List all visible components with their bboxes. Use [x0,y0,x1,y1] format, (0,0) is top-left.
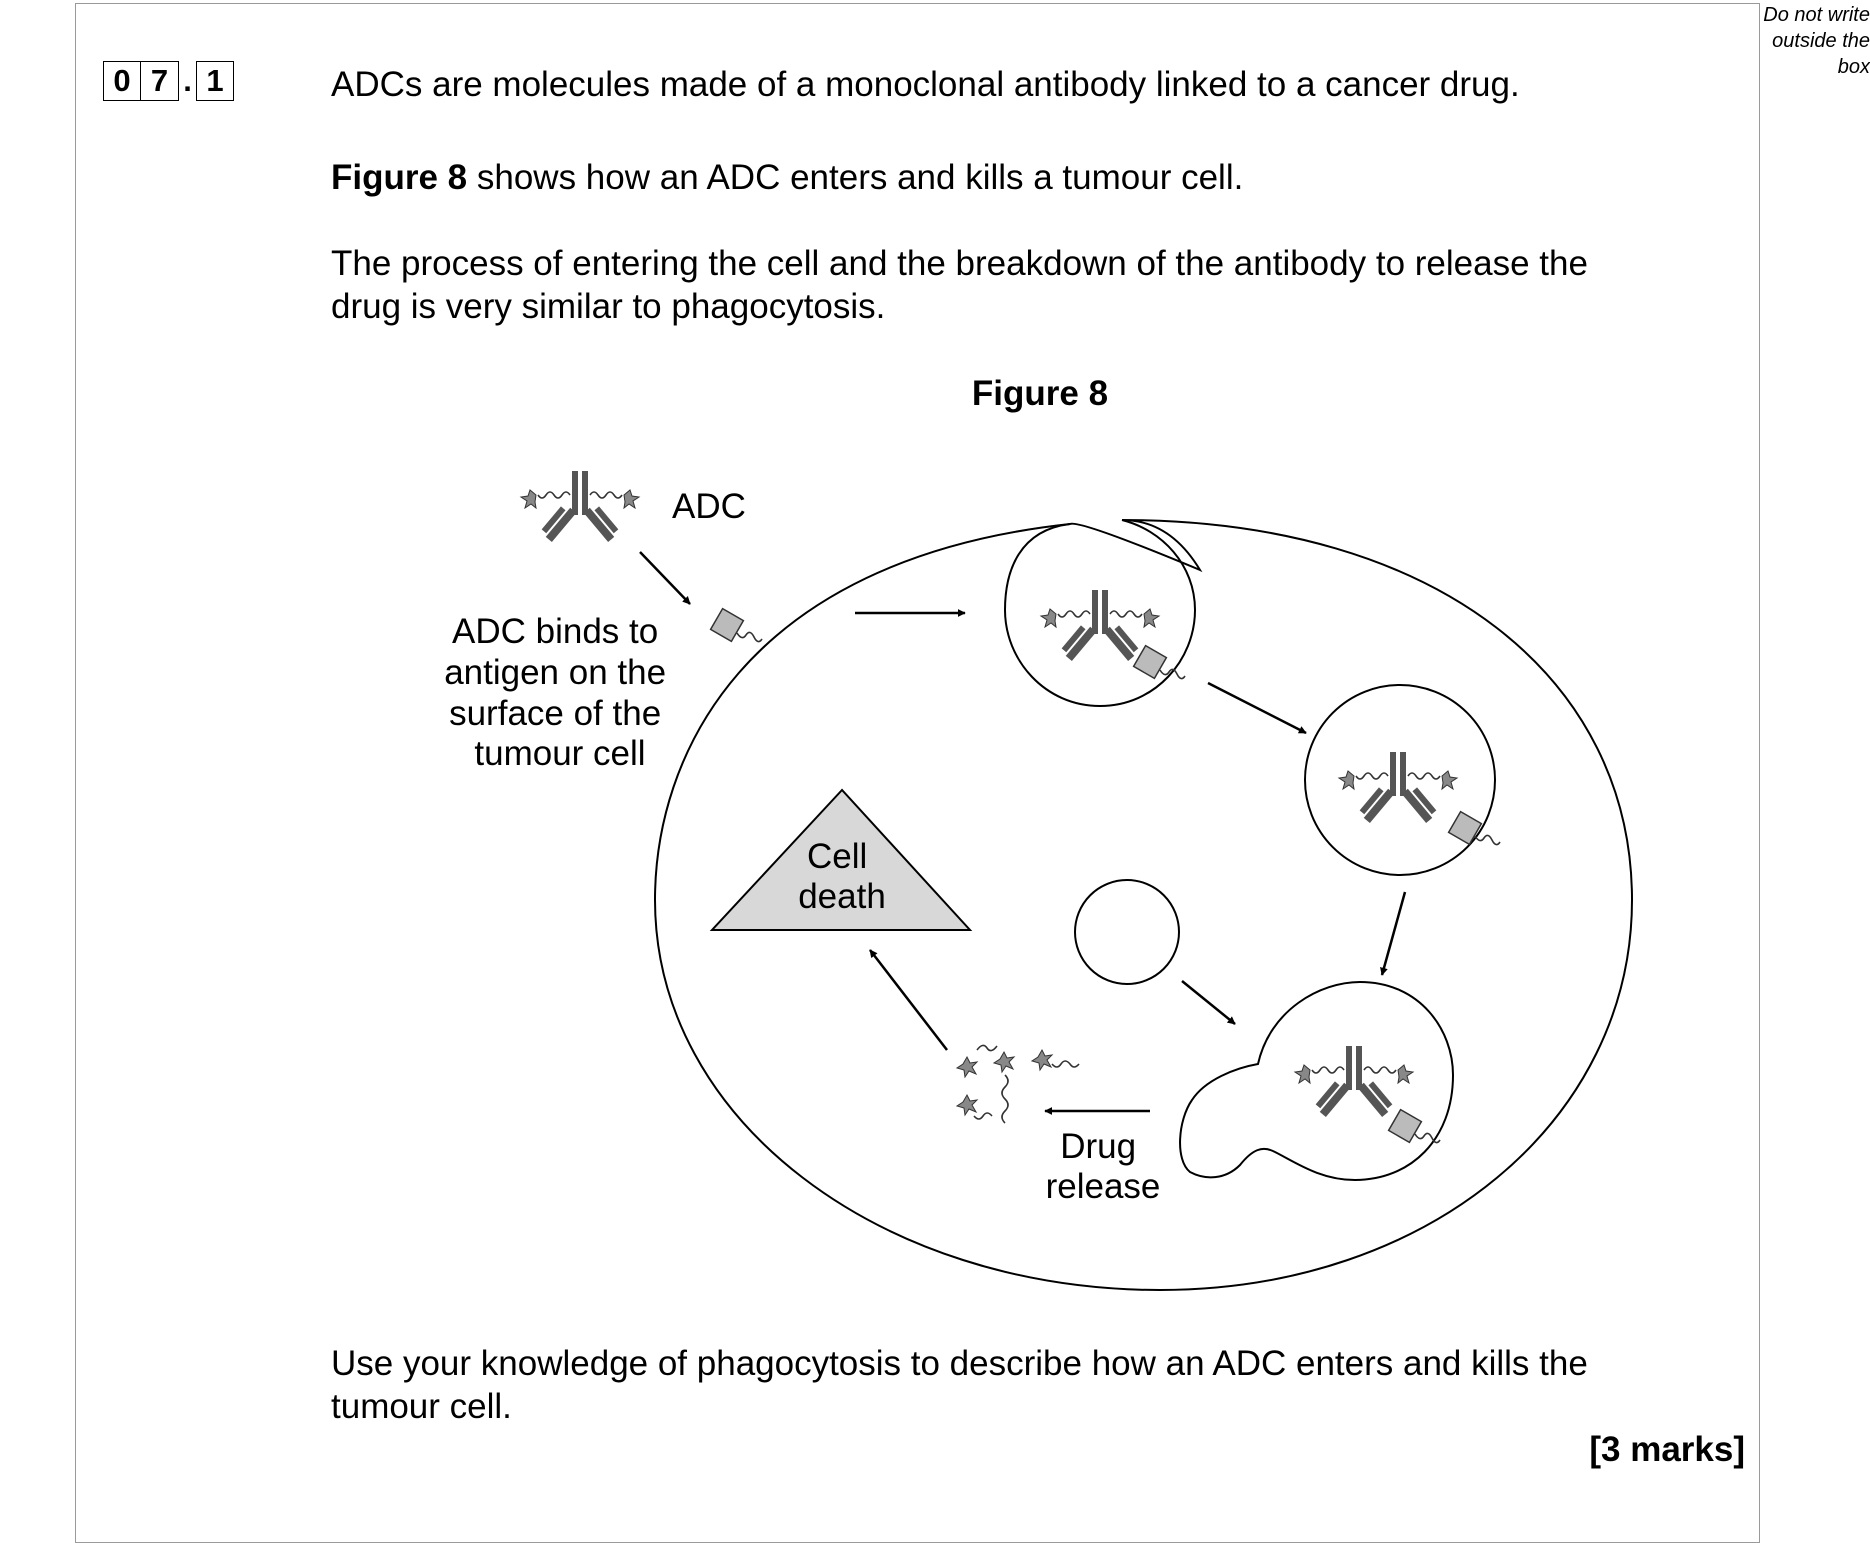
figure-reference-rest: shows how an ADC enters and kills a tumo… [467,158,1244,197]
marks-label: [3 marks] [1589,1430,1745,1469]
question-digit-box: 0 [103,61,141,101]
lysosome [1074,879,1180,985]
endocytic-vesicle [1003,519,1197,708]
adc-label: ADC [672,487,746,526]
margin-note-line: box [1837,56,1870,78]
adc-antibody-icon [520,470,640,543]
cell-death-label: Cell death [798,837,886,916]
tumour-cell-outline [653,519,1634,1292]
question-number: 0 7 . 1 [103,61,234,101]
margin-note: Do not write outside the box [1760,2,1870,80]
vesicle-antigen-icon [1132,644,1186,680]
released-drug-icons [956,1044,1080,1124]
arrow-to-vesicle-2 [1207,681,1307,735]
margin-note-line: outside the [1772,30,1870,52]
figure-reference: Figure 8 shows how an ADC enters and kil… [331,156,1243,199]
question-line: Use your knowledge of phagocytosis to de… [331,1344,1588,1383]
figure-title: Figure 8 [971,374,1109,413]
process-line: drug is very similar to phagocytosis. [331,287,886,326]
phagosome-antibody-icon [1338,751,1458,824]
cell-death-triangle [709,788,973,931]
intro-text: ADCs are molecules made of a monoclonal … [331,65,1520,104]
surface-antigen-icon [709,607,763,643]
question-digit-box: 7 [141,61,179,101]
vesicle-antibody-icon [1040,589,1160,662]
question-dot: . [183,63,192,98]
question-line: tumour cell. [331,1387,512,1426]
phagolysosome-antigen-icon [1387,1108,1441,1144]
arrow-to-antigen [639,551,691,605]
arrow-lysosome-to-fusion [1181,980,1236,1025]
question-text: Use your knowledge of phagocytosis to de… [331,1342,1588,1428]
question-sub-box: 1 [196,61,234,101]
arrow-to-fusion [1380,891,1407,976]
figure-reference-bold: Figure 8 [331,158,468,197]
binds-label: ADC binds to antigen on the surface of t… [444,612,676,773]
process-line: The process of entering the cell and the… [331,244,1588,283]
process-text: The process of entering the cell and the… [331,242,1588,328]
phagolysosome [1179,980,1455,1182]
arrow-to-cell-death [869,949,948,1051]
phagolysosome-antibody-icon [1294,1045,1414,1118]
phagosome-vesicle [1304,684,1496,876]
margin-note-line: Do not write [1763,4,1870,26]
drug-release-label: Drug release [1046,1127,1161,1206]
